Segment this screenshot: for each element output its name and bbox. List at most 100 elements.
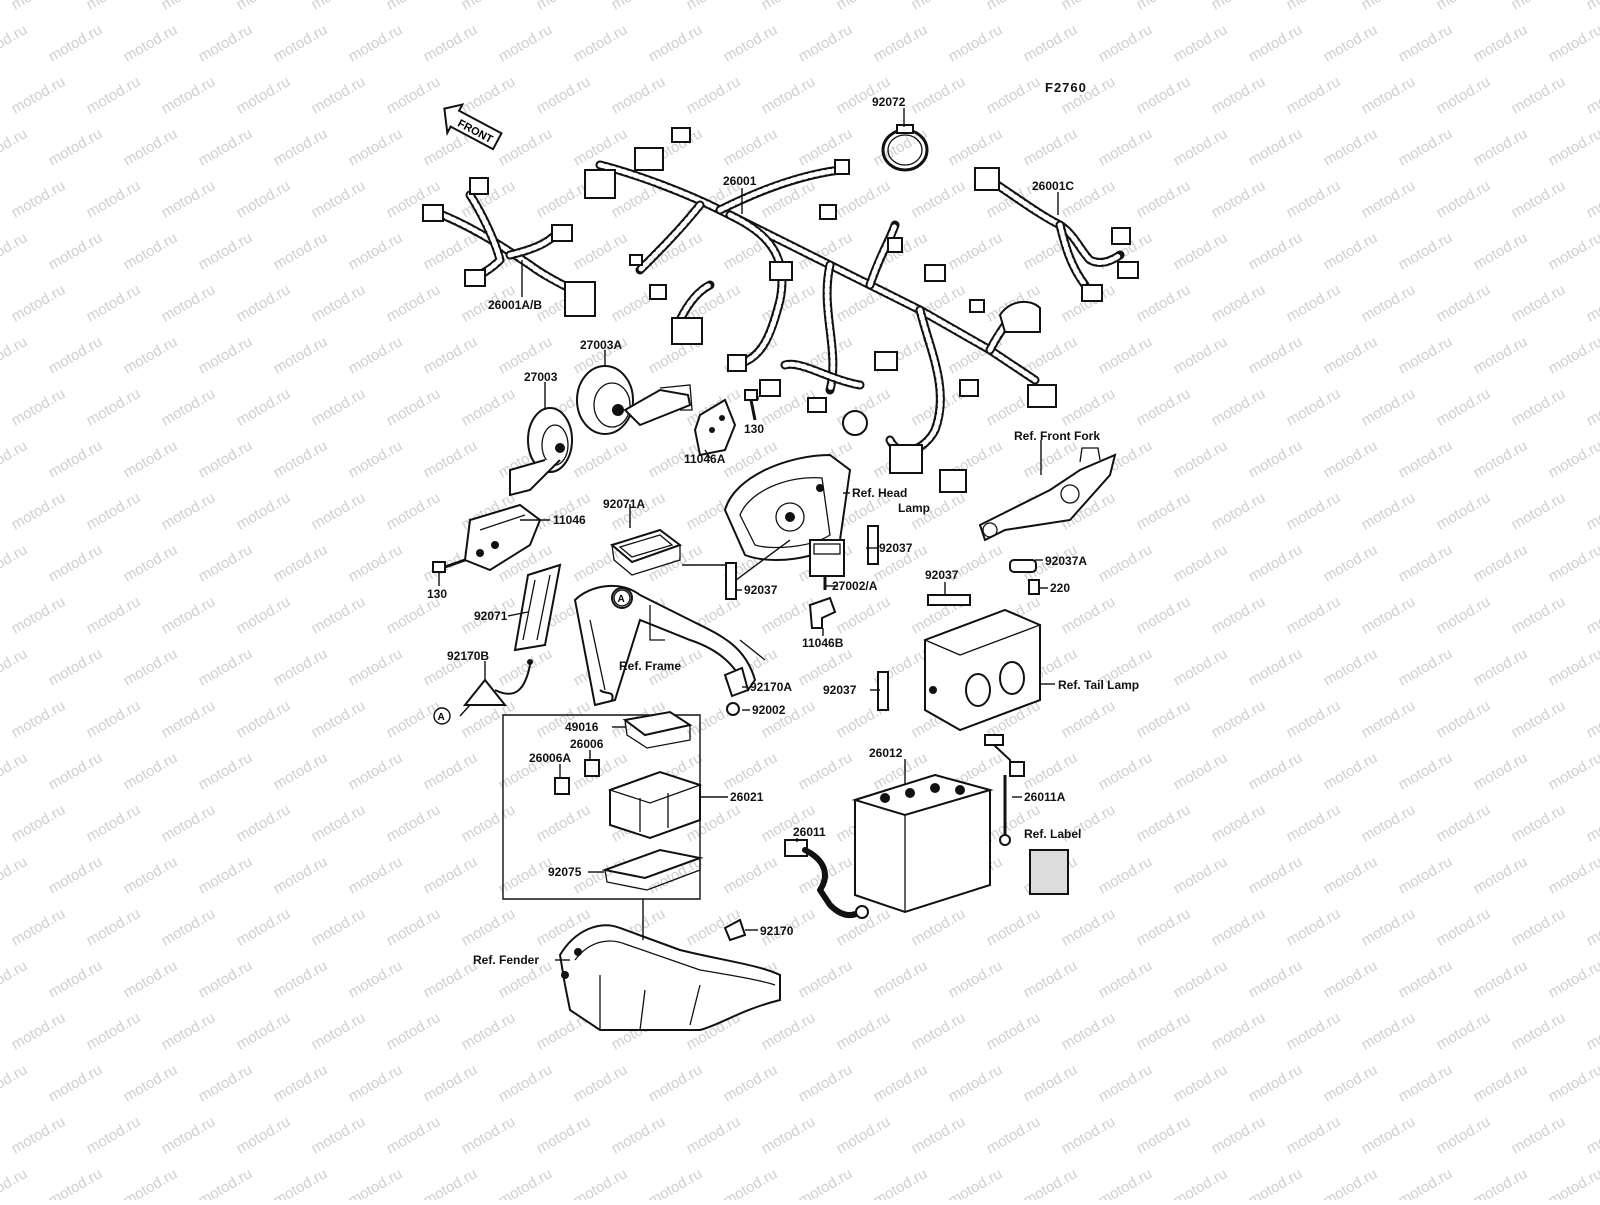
watermark-text: motod.ru bbox=[1396, 229, 1456, 273]
watermark-text: motod.ru bbox=[271, 749, 331, 793]
watermark-text: motod.ru bbox=[9, 801, 69, 845]
watermark-text: motod.ru bbox=[1284, 73, 1344, 117]
watermark-text: motod.ru bbox=[346, 1061, 406, 1105]
watermark-text: motod.ru bbox=[271, 333, 331, 377]
harness-connector bbox=[470, 178, 488, 194]
watermark-text: motod.ru bbox=[1584, 177, 1600, 221]
watermark-text: motod.ru bbox=[1471, 749, 1531, 793]
watermark-text: motod.ru bbox=[1434, 1113, 1494, 1157]
watermark-text: motod.ru bbox=[346, 749, 406, 793]
watermark-text: motod.ru bbox=[796, 957, 856, 1001]
part-label-26012: 26012 bbox=[869, 746, 903, 760]
harness-connector bbox=[940, 470, 966, 492]
strap-92037 bbox=[878, 672, 888, 710]
part-label-92075: 92075 bbox=[548, 865, 582, 879]
watermark-text: motod.ru bbox=[9, 1009, 69, 1053]
watermark-text: motod.ru bbox=[1584, 73, 1600, 117]
watermark-text: motod.ru bbox=[571, 1165, 631, 1200]
watermark-text: motod.ru bbox=[1396, 1061, 1456, 1105]
watermark-text: motod.ru bbox=[309, 801, 369, 845]
watermark-text: motod.ru bbox=[721, 1165, 781, 1200]
marker-a-left: A bbox=[434, 708, 450, 724]
watermark-text: motod.ru bbox=[1134, 385, 1194, 429]
watermark-text: motod.ru bbox=[121, 21, 181, 65]
watermark-text: motod.ru bbox=[84, 905, 144, 949]
watermark-text: motod.ru bbox=[534, 801, 594, 845]
watermark-text: motod.ru bbox=[1396, 125, 1456, 169]
watermark-text: motod.ru bbox=[84, 593, 144, 637]
watermark-text: motod.ru bbox=[1509, 0, 1569, 13]
part-label-27002a: 27002/A bbox=[832, 579, 878, 593]
watermark-text: motod.ru bbox=[1284, 0, 1344, 13]
watermark-text: motod.ru bbox=[309, 177, 369, 221]
watermark-text: motod.ru bbox=[1396, 1165, 1456, 1200]
watermark-text: motod.ru bbox=[84, 177, 144, 221]
watermark-text: motod.ru bbox=[384, 801, 444, 845]
watermark-text: motod.ru bbox=[1546, 229, 1600, 273]
watermark-text: motod.ru bbox=[871, 1061, 931, 1105]
harness-connector bbox=[565, 282, 595, 316]
watermark-text: motod.ru bbox=[1284, 593, 1344, 637]
watermark-text: motod.ru bbox=[0, 229, 30, 273]
watermark-text: motod.ru bbox=[984, 73, 1044, 117]
watermark-text: motod.ru bbox=[0, 957, 30, 1001]
watermark-text: motod.ru bbox=[271, 1061, 331, 1105]
watermark-text: motod.ru bbox=[159, 697, 219, 741]
watermark-text: motod.ru bbox=[309, 0, 369, 13]
watermark-text: motod.ru bbox=[1509, 905, 1569, 949]
watermark-text: motod.ru bbox=[984, 1113, 1044, 1157]
watermark-text: motod.ru bbox=[84, 0, 144, 13]
watermark-text: motod.ru bbox=[1246, 853, 1306, 897]
watermark-text: motod.ru bbox=[1359, 1009, 1419, 1053]
watermark-text: motod.ru bbox=[1584, 281, 1600, 325]
horn-27003 bbox=[510, 408, 572, 495]
watermark-text: motod.ru bbox=[1471, 541, 1531, 585]
watermark-text: motod.ru bbox=[1321, 333, 1381, 377]
figure-code: F2760 bbox=[1045, 80, 1087, 95]
watermark-text: motod.ru bbox=[759, 1009, 819, 1053]
harness-connector bbox=[1028, 385, 1056, 407]
watermark-text: motod.ru bbox=[1134, 177, 1194, 221]
watermark-text: motod.ru bbox=[571, 437, 631, 481]
part-label-92037-frame: 92037 bbox=[744, 583, 778, 597]
watermark-text: motod.ru bbox=[346, 125, 406, 169]
watermark-text: motod.ru bbox=[1434, 385, 1494, 429]
watermark-text: motod.ru bbox=[1509, 801, 1569, 845]
watermark-text: motod.ru bbox=[196, 957, 256, 1001]
harness-connector bbox=[672, 128, 690, 142]
watermark-text: motod.ru bbox=[1171, 957, 1231, 1001]
watermark-text: motod.ru bbox=[9, 385, 69, 429]
watermark-text: motod.ru bbox=[46, 333, 106, 377]
watermark-text: motod.ru bbox=[1246, 229, 1306, 273]
marker-a-frame: A bbox=[614, 590, 630, 606]
watermark-text: motod.ru bbox=[121, 541, 181, 585]
watermark-text: motod.ru bbox=[1209, 593, 1269, 637]
watermark-text: motod.ru bbox=[271, 125, 331, 169]
watermark-text: motod.ru bbox=[496, 1061, 556, 1105]
watermark-text: motod.ru bbox=[496, 125, 556, 169]
watermark-text: motod.ru bbox=[46, 1165, 106, 1200]
watermark-text: motod.ru bbox=[121, 1061, 181, 1105]
watermark-text: motod.ru bbox=[196, 645, 256, 689]
watermark-text: motod.ru bbox=[1321, 21, 1381, 65]
watermark-text: motod.ru bbox=[1359, 73, 1419, 117]
watermark-text: motod.ru bbox=[1434, 177, 1494, 221]
watermark-text: motod.ru bbox=[1546, 1061, 1600, 1105]
watermark-text: motod.ru bbox=[1171, 749, 1231, 793]
watermark-text: motod.ru bbox=[1321, 957, 1381, 1001]
strap-92037 bbox=[868, 526, 878, 564]
watermark-text: motod.ru bbox=[234, 905, 294, 949]
watermark-text: motod.ru bbox=[1134, 0, 1194, 13]
part-label-92071: 92071 bbox=[474, 609, 508, 623]
watermark-text: motod.ru bbox=[159, 1009, 219, 1053]
watermark-text: motod.ru bbox=[1246, 1061, 1306, 1105]
watermark-text: motod.ru bbox=[234, 385, 294, 429]
watermark-text: motod.ru bbox=[309, 73, 369, 117]
watermark-text: motod.ru bbox=[984, 905, 1044, 949]
watermark-text: motod.ru bbox=[309, 281, 369, 325]
watermark-text: motod.ru bbox=[1359, 801, 1419, 845]
watermark-text: motod.ru bbox=[346, 1165, 406, 1200]
part-label-49016: 49016 bbox=[565, 720, 599, 734]
watermark-text: motod.ru bbox=[946, 229, 1006, 273]
watermark-text: motod.ru bbox=[721, 853, 781, 897]
